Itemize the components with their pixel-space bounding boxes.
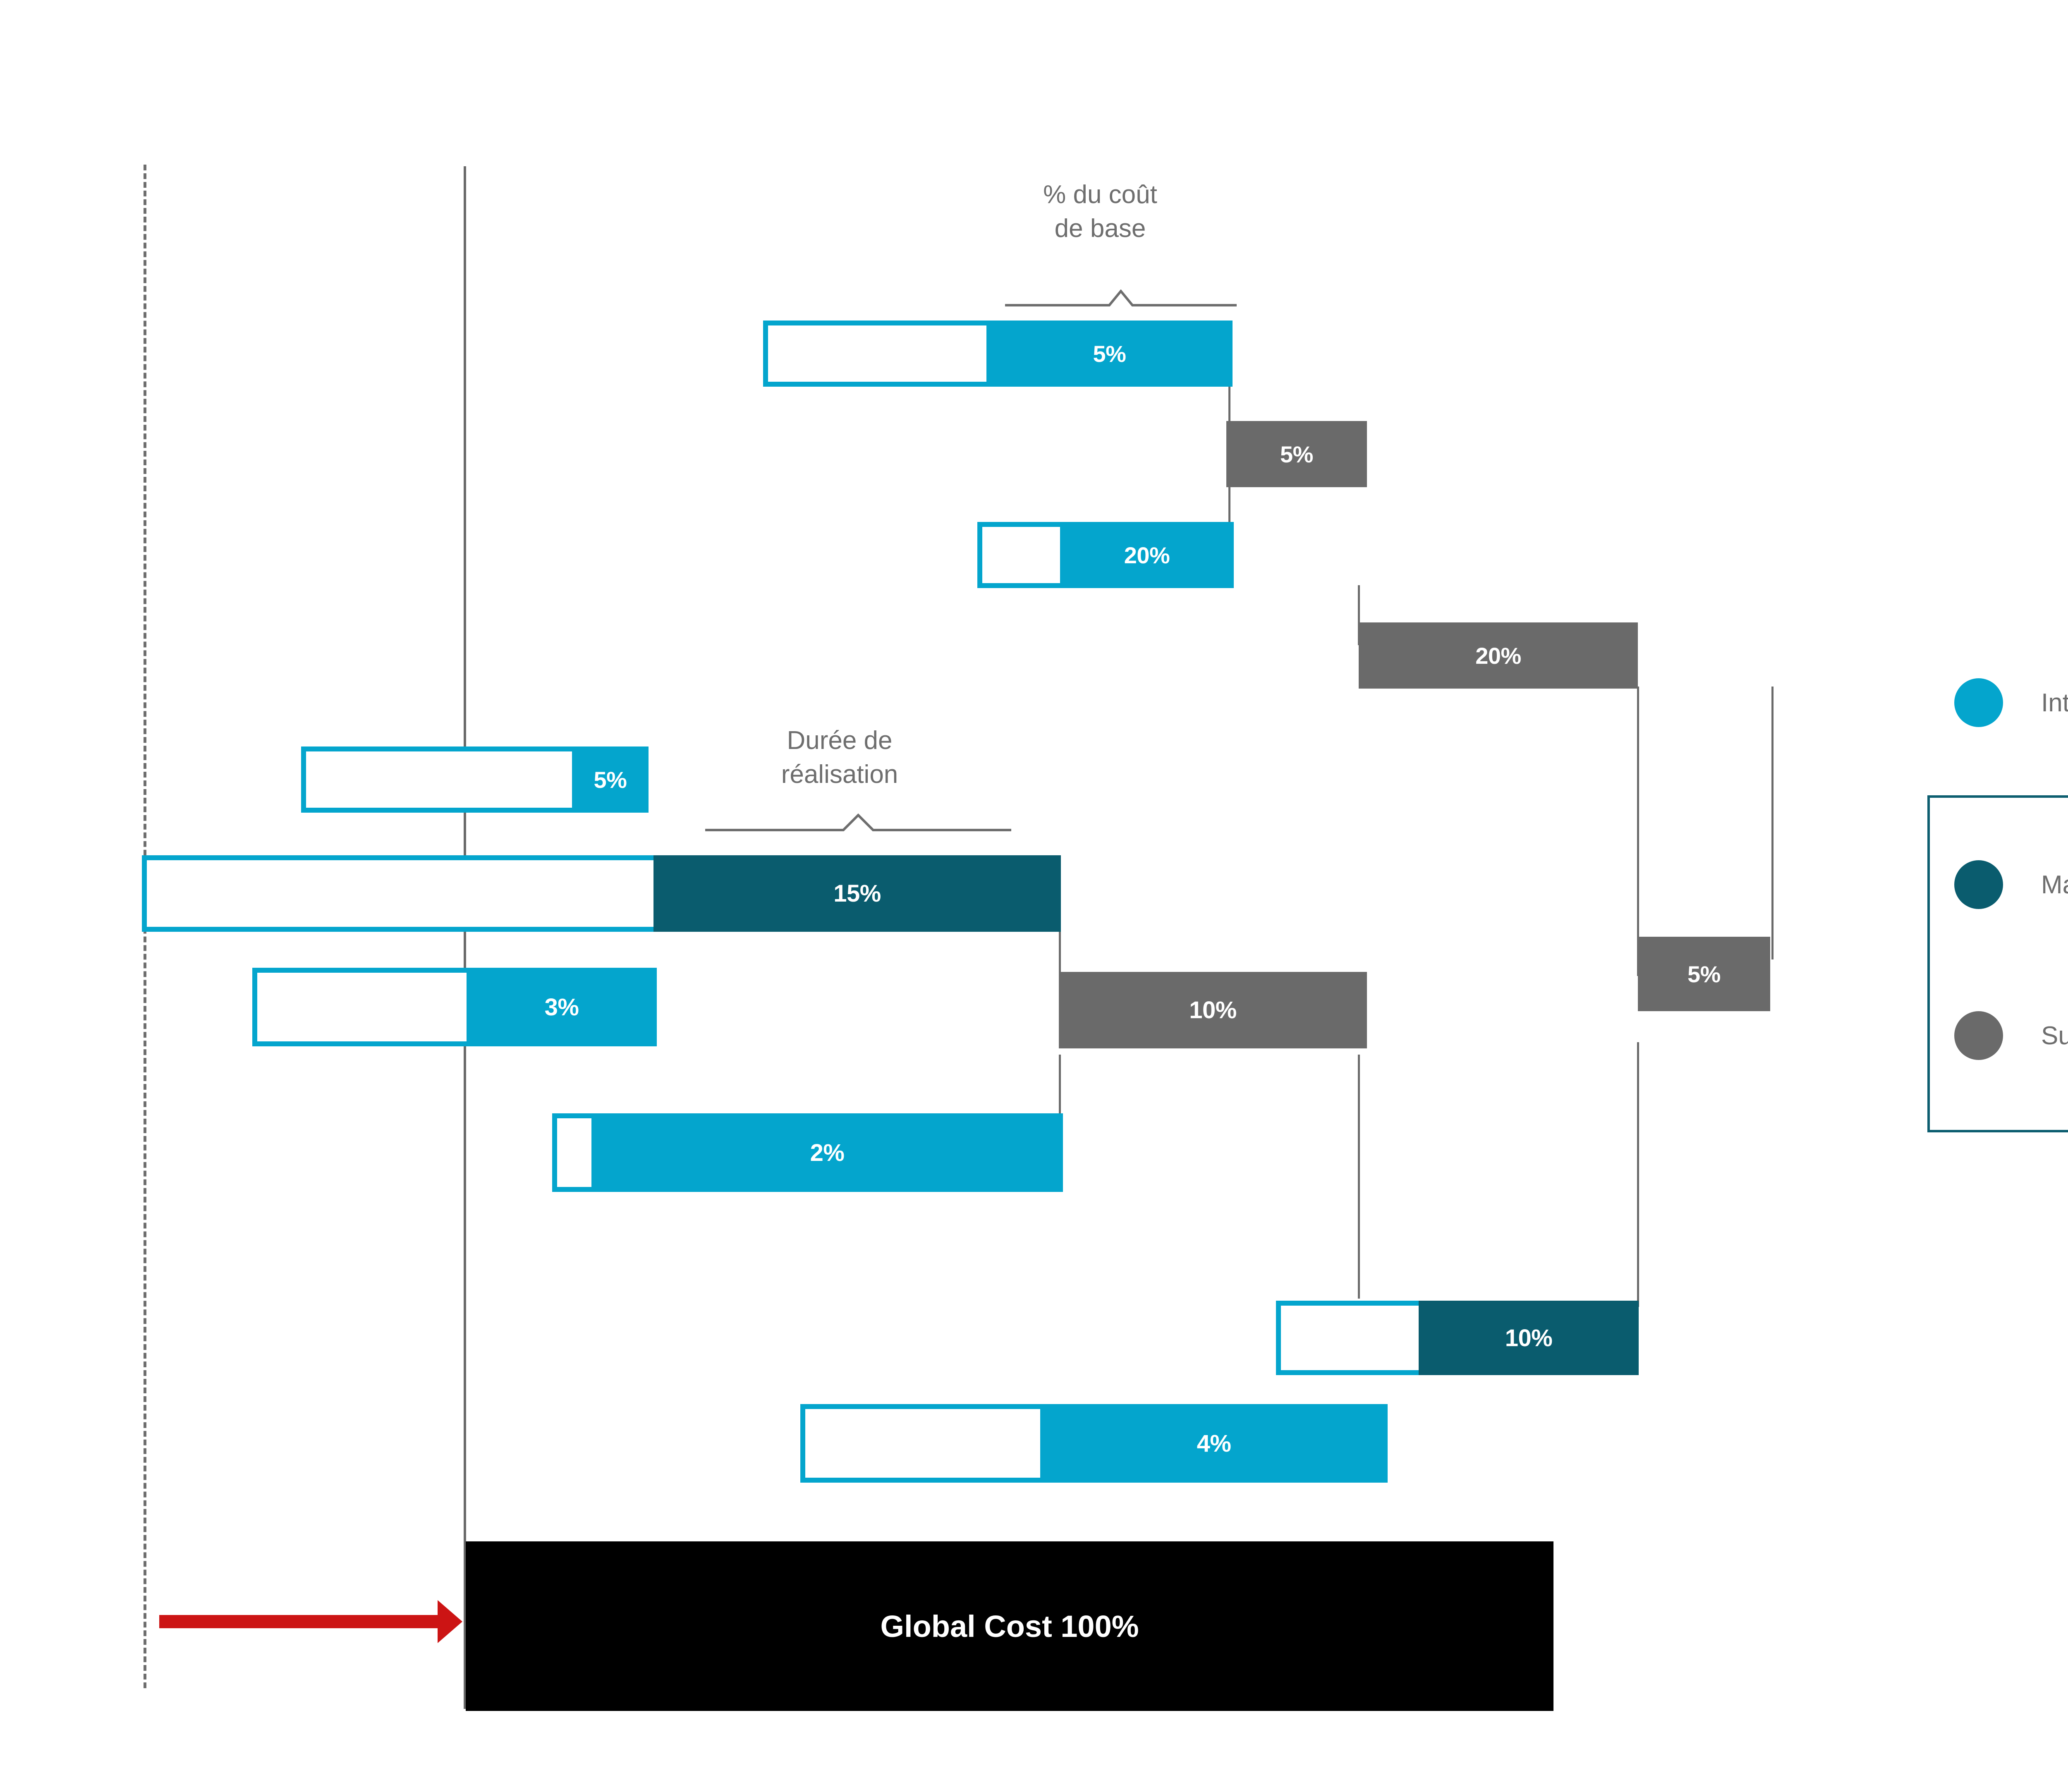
- bar-hollow-segment: [800, 1404, 1040, 1483]
- bracket-label-duration-line1: Durée de: [787, 726, 893, 755]
- bar-material-item-10[interactable]: 10%: [1276, 1301, 1639, 1375]
- bar-value-label: 5%: [986, 321, 1233, 387]
- bar-value-label: 10%: [1419, 1301, 1639, 1375]
- bracket-label-duration-line2: réalisation: [781, 760, 898, 789]
- bar-hollow-segment: [252, 968, 467, 1046]
- bar-material-item-15[interactable]: 15%: [142, 855, 1061, 932]
- bar-value-label: 15%: [653, 855, 1061, 932]
- bar-internal-production-5-b[interactable]: 5%: [301, 746, 649, 813]
- bar-subcontracting-5-a[interactable]: 5%: [1226, 421, 1367, 487]
- legend-item-subcontracting[interactable]: Subcontracting Item - Supplier Rooting -…: [1954, 1011, 2068, 1060]
- bar-subcontracting-10[interactable]: 10%: [1059, 972, 1367, 1048]
- bar-subcontracting-20[interactable]: 20%: [1359, 622, 1638, 689]
- bar-subcontracting-5-b[interactable]: 5%: [1638, 937, 1770, 1011]
- bar-value-label: 20%: [1060, 522, 1234, 588]
- connector-line: [1059, 918, 1061, 976]
- bar-value-label: 2%: [591, 1113, 1063, 1192]
- bracket-label-cost: % du coût de base: [976, 178, 1224, 246]
- legend-color-dot-cyan: [1954, 678, 2003, 727]
- bar-hollow-segment: [1276, 1301, 1419, 1375]
- bracket-shape-duration: [705, 813, 1011, 831]
- bar-hollow-segment: [142, 855, 653, 932]
- legend-item-internal-production[interactable]: Internal Production - Customer rooting -…: [1954, 678, 2068, 727]
- bracket-label-cost-line1: % du coût: [1043, 180, 1157, 209]
- bracket-shape-cost: [1005, 289, 1237, 306]
- bar-internal-production-5[interactable]: 5%: [763, 321, 1233, 387]
- bar-internal-production-2[interactable]: 2%: [552, 1113, 1063, 1192]
- bar-value-label: 4%: [1040, 1404, 1388, 1483]
- connector-line: [1358, 1055, 1360, 1299]
- legend-box: [1927, 795, 2068, 1132]
- bracket-label-cost-line2: de base: [1054, 214, 1146, 243]
- total-bar-label: Global Cost 100%: [880, 1609, 1139, 1644]
- legend-color-dot-grey: [1954, 1011, 2003, 1060]
- bar-value-label: 5%: [1226, 421, 1367, 487]
- legend-item-label: Internal Production - Customer rooting -…: [2041, 688, 2068, 717]
- bar-hollow-segment: [552, 1113, 591, 1192]
- red-arrow-head-icon: [438, 1600, 462, 1643]
- bar-internal-production-20[interactable]: 20%: [977, 522, 1234, 588]
- connector-line: [1358, 585, 1360, 645]
- connector-line: [1637, 687, 1639, 976]
- connector-line: [1771, 687, 1774, 959]
- bar-hollow-segment: [977, 522, 1060, 588]
- bar-internal-production-3[interactable]: 3%: [252, 968, 657, 1046]
- legend-color-dot-teal: [1954, 860, 2003, 909]
- bar-value-label: 20%: [1359, 622, 1638, 689]
- total-bar-global-cost[interactable]: Global Cost 100%: [466, 1541, 1553, 1711]
- bracket-label-duration: Durée de réalisation: [707, 724, 972, 792]
- bar-hollow-segment: [763, 321, 986, 387]
- legend-item-label: Material Item - Design - Lead Time - Cos…: [2041, 870, 2068, 899]
- bar-internal-production-4[interactable]: 4%: [800, 1404, 1388, 1483]
- bar-hollow-segment: [301, 746, 572, 813]
- bar-value-label: 10%: [1059, 972, 1367, 1048]
- bar-value-label: 5%: [572, 746, 649, 813]
- bar-value-label: 5%: [1638, 937, 1770, 1011]
- bar-value-label: 3%: [467, 968, 657, 1046]
- legend-item-material-item[interactable]: Material Item - Design - Lead Time - Cos…: [1954, 860, 2068, 909]
- legend-item-label: Subcontracting Item - Supplier Rooting -…: [2041, 1021, 2068, 1050]
- red-arrow-shaft: [159, 1615, 438, 1628]
- connector-line: [1637, 1042, 1639, 1307]
